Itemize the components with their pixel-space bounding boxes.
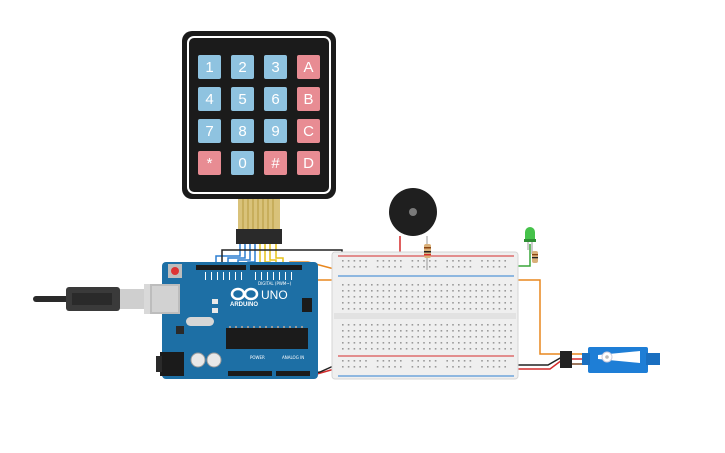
keypad-key-label: 9 [271,123,279,140]
keypad-key-1: 1 [198,55,221,79]
arduino-logo-icon [230,287,259,301]
led-body [525,227,535,240]
servo-connector [560,351,572,368]
brand-label: ARDUINO [230,302,258,308]
piezo-buzzer [389,188,437,270]
atmega-chip [226,328,308,349]
keypad-key-8: 8 [231,119,254,143]
keypad-key-label: 7 [205,123,213,140]
keypad-key-7: 7 [198,119,221,143]
breadboard-holes [342,260,512,368]
keypad-key-label: 8 [238,123,246,140]
arduino-uno: DIGITAL (PWM~) UNO ARDUINO [150,262,318,379]
keypad-key-3: 3 [264,55,287,79]
keypad-key-label: A [303,59,313,76]
servo-motor [560,347,660,373]
analog-label: ANALOG IN [282,355,304,360]
keypad-key-9: 9 [264,119,287,143]
keypad-bezel [187,36,331,194]
usb-plug-metal [120,289,144,309]
keypad-key-label: 4 [205,91,213,108]
digital-header-2 [250,265,302,270]
keypad-key-4: 4 [198,87,221,111]
keypad-key-label: B [303,91,313,108]
keypad-key-label: C [303,123,314,140]
breadboard [331,251,519,380]
keypad-key-label: 3 [271,59,279,76]
crystal [186,317,214,326]
analog-header [276,371,310,376]
led [524,227,538,263]
keypad-key-a: A [297,55,320,79]
keypad-keys: 1 2 3 A 4 5 6 B 7 8 9 C * 0 # D [198,55,320,175]
digital-pin-labels [205,272,292,280]
keypad-key-5: 5 [231,87,254,111]
arduino-board [162,262,318,379]
wire-servo-power [514,359,563,370]
keypad-ribbon [238,199,280,229]
keypad-key-b: B [297,87,320,111]
digital-label: DIGITAL (PWM~) [258,281,292,286]
keypad-key-d: D [297,151,320,175]
digital-header-1 [196,265,246,270]
power-jack [160,352,184,376]
keypad-key-6: 6 [264,87,287,111]
keypad-key-label: 6 [271,91,279,108]
keypad-key-2: 2 [231,55,254,79]
capacitor-2 [206,352,222,368]
keypad-ribbon-lines [242,199,274,229]
breadboard-center-channel [334,313,516,319]
power-header [228,371,272,376]
keypad-connector [236,229,282,244]
keypad: 1 2 3 A 4 5 6 B 7 8 9 C * 0 # D [182,31,336,244]
keypad-key-c: C [297,119,320,143]
keypad-key-label: * [207,155,213,172]
keypad-key-0: 0 [231,151,254,175]
keypad-key-label: 5 [238,91,246,108]
keypad-key-label: # [271,155,280,172]
wire-servo-gnd [514,356,563,366]
keypad-key-label: 2 [238,59,246,76]
keypad-key-star: * [198,151,221,175]
model-label: UNO [261,288,288,302]
servo-tab-right [646,353,660,365]
keypad-key-label: 1 [205,59,213,76]
usb-cable [33,284,168,314]
power-label: POWER [250,355,265,360]
servo-tab-left [582,353,590,365]
keypad-key-label: 0 [238,155,246,172]
keypad-key-hash: # [264,151,287,175]
capacitor-1 [190,352,206,368]
buzzer-hole [409,208,417,216]
keypad-key-label: D [303,155,314,172]
